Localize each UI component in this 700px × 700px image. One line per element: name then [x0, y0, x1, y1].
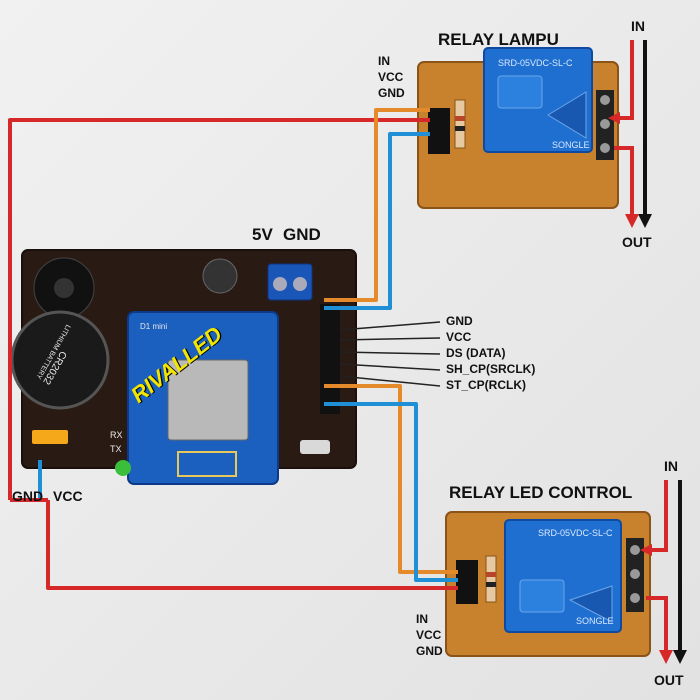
relay-lampu-title: RELAY LAMPU	[438, 30, 559, 49]
relay1-pin-in: IN	[378, 54, 390, 68]
header-pin-ds: DS (DATA)	[446, 346, 506, 360]
blue-wire-bottom	[324, 402, 458, 582]
relay-led-part: SRD-05VDC-SL-C	[538, 528, 613, 538]
red-wire-bottom	[46, 500, 458, 590]
relay-lampu-io-arrows	[608, 40, 652, 228]
rx-label: RX	[110, 430, 123, 440]
relay-led-title: RELAY LED CONTROL	[449, 483, 633, 502]
relay-led-brand: SONGLE	[576, 616, 614, 626]
relay-lampu-board	[417, 47, 619, 209]
status-led	[115, 460, 131, 476]
power-gnd-label: GND	[283, 225, 321, 244]
relay-led-io-arrows	[640, 480, 687, 664]
relay2-pin-vcc: VCC	[416, 628, 442, 642]
relay-led-input-header	[456, 560, 478, 604]
pin-leader-lines	[339, 321, 441, 387]
red-wire-top	[8, 118, 430, 500]
relay1-pin-vcc: VCC	[378, 70, 404, 84]
header-pin-vcc: VCC	[446, 330, 472, 344]
relay1-pin-gnd: GND	[378, 86, 405, 100]
wemos-label: D1 mini	[140, 322, 168, 331]
power-5v-label: 5V	[252, 225, 273, 244]
orange-wire-bottom	[324, 384, 458, 574]
left-gnd-label: GND	[12, 488, 44, 504]
capacitor	[202, 258, 238, 294]
relay-led-board	[445, 511, 651, 657]
wires	[8, 108, 458, 590]
esp-module	[167, 359, 249, 441]
relay-lampu-part: SRD-05VDC-SL-C	[498, 58, 573, 68]
in-label-top: IN	[631, 18, 645, 34]
out-label-bottom: OUT	[654, 672, 684, 688]
relay2-pin-gnd: GND	[416, 644, 443, 658]
out-label-top: OUT	[622, 234, 652, 250]
relay-lampu-brand: SONGLE	[552, 140, 590, 150]
power-terminal-block	[267, 263, 313, 301]
relay2-pin-in: IN	[416, 612, 428, 626]
tx-label: TX	[110, 444, 122, 454]
shift-register-header	[320, 304, 340, 414]
header-pin-gnd: GND	[446, 314, 473, 328]
orange-wire-top	[324, 108, 430, 302]
header-pin-stcp: ST_CP(RCLK)	[446, 378, 526, 392]
left-vcc-label: VCC	[53, 488, 83, 504]
in-label-bottom: IN	[664, 458, 678, 474]
header-pin-shcp: SH_CP(SRCLK)	[446, 362, 536, 376]
blue-wire-top	[324, 132, 430, 310]
relay-lampu-input-header	[428, 108, 450, 154]
